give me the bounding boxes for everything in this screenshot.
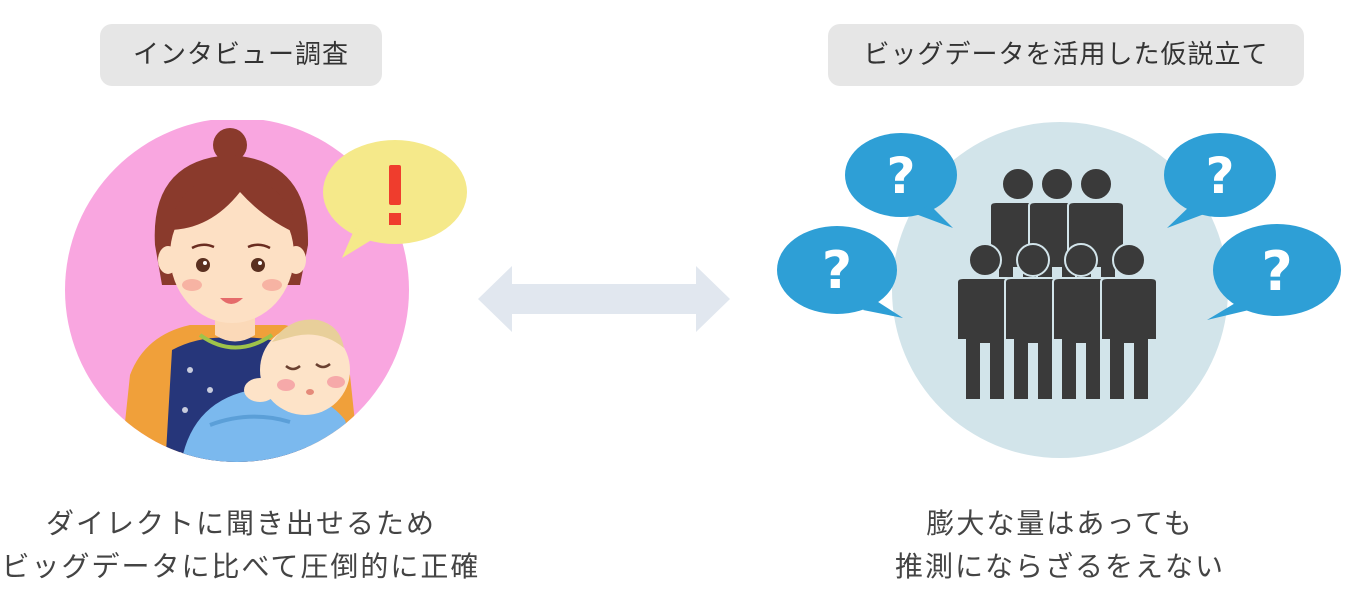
interview-caption: ダイレクトに聞き出せるため ビッグデータに比べて圧倒的に正確 — [0, 502, 482, 588]
label-big-data-hypothesis-text: ビッグデータを活用した仮説立て — [863, 40, 1269, 70]
svg-text:?: ? — [1205, 147, 1234, 205]
label-big-data-hypothesis: ビッグデータを活用した仮説立て — [828, 24, 1304, 86]
big-data-caption-line-2: 推測にならざるをえない — [894, 550, 1225, 583]
interview-caption-line-1: ダイレクトに聞き出せるため — [45, 507, 436, 540]
big-data-caption-line-1: 膨大な量はあっても — [926, 507, 1194, 540]
exclamation-speech-bubble-icon — [323, 140, 467, 258]
svg-text:?: ? — [886, 147, 915, 205]
big-data-caption: 膨大な量はあっても 推測にならざるをえない — [860, 502, 1260, 588]
label-interview-survey-text: インタビュー調査 — [132, 40, 349, 70]
big-data-illustration: ? ? ? ? — [777, 122, 1341, 458]
interview-illustration — [65, 120, 467, 462]
double-arrow-icon — [478, 266, 730, 332]
svg-text:?: ? — [1261, 240, 1292, 303]
svg-text:?: ? — [822, 241, 852, 301]
label-interview-survey: インタビュー調査 — [100, 24, 382, 86]
question-speech-bubble-icon: ? ? ? ? — [777, 133, 1341, 320]
interview-caption-line-2: ビッグデータに比べて圧倒的に正確 — [1, 550, 481, 583]
